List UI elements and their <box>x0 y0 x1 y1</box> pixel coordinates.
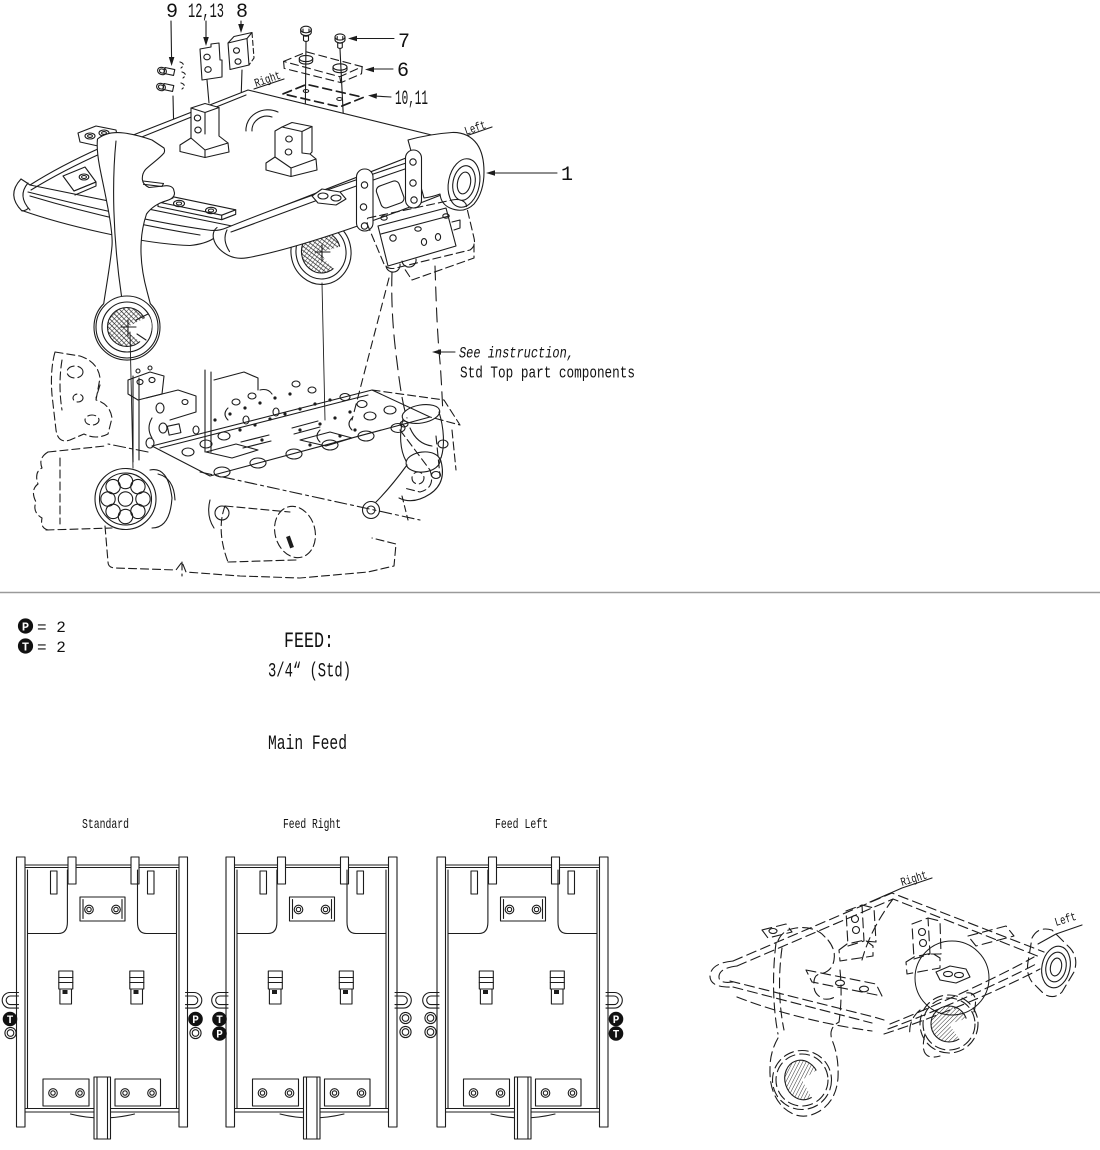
svg-text:10,11: 10,11 <box>395 88 428 111</box>
svg-text:P: P <box>22 621 29 635</box>
svg-text:P: P <box>192 1015 199 1027</box>
svg-text:T: T <box>22 641 29 655</box>
svg-text:See instruction,: See instruction, <box>459 345 574 363</box>
svg-text:FEED:: FEED: <box>284 629 334 654</box>
svg-text:12,13: 12,13 <box>188 1 224 24</box>
svg-text:8: 8 <box>236 1 248 24</box>
svg-text:7: 7 <box>398 31 410 54</box>
svg-text:= 2: = 2 <box>37 639 66 657</box>
svg-text:Standard: Standard <box>82 817 129 833</box>
svg-text:3/4“ (Std): 3/4“ (Std) <box>268 661 351 684</box>
svg-text:T: T <box>613 1030 620 1042</box>
svg-text:Feed Right: Feed Right <box>283 817 341 833</box>
svg-text:6: 6 <box>397 60 409 83</box>
svg-text:1: 1 <box>561 164 573 187</box>
svg-text:Main Feed: Main Feed <box>268 733 347 756</box>
svg-text:Feed Left: Feed Left <box>495 817 548 833</box>
svg-text:9: 9 <box>166 1 178 24</box>
svg-text:Right: Right <box>899 869 929 890</box>
svg-text:= 2: = 2 <box>37 619 66 637</box>
svg-text:P: P <box>613 1015 620 1027</box>
svg-text:T: T <box>7 1015 14 1027</box>
svg-text:Left: Left <box>463 118 488 138</box>
svg-text:P: P <box>216 1030 223 1042</box>
svg-text:Left: Left <box>1053 910 1078 930</box>
svg-text:T: T <box>216 1015 223 1027</box>
svg-text:Std Top part components: Std Top part components <box>460 364 635 383</box>
